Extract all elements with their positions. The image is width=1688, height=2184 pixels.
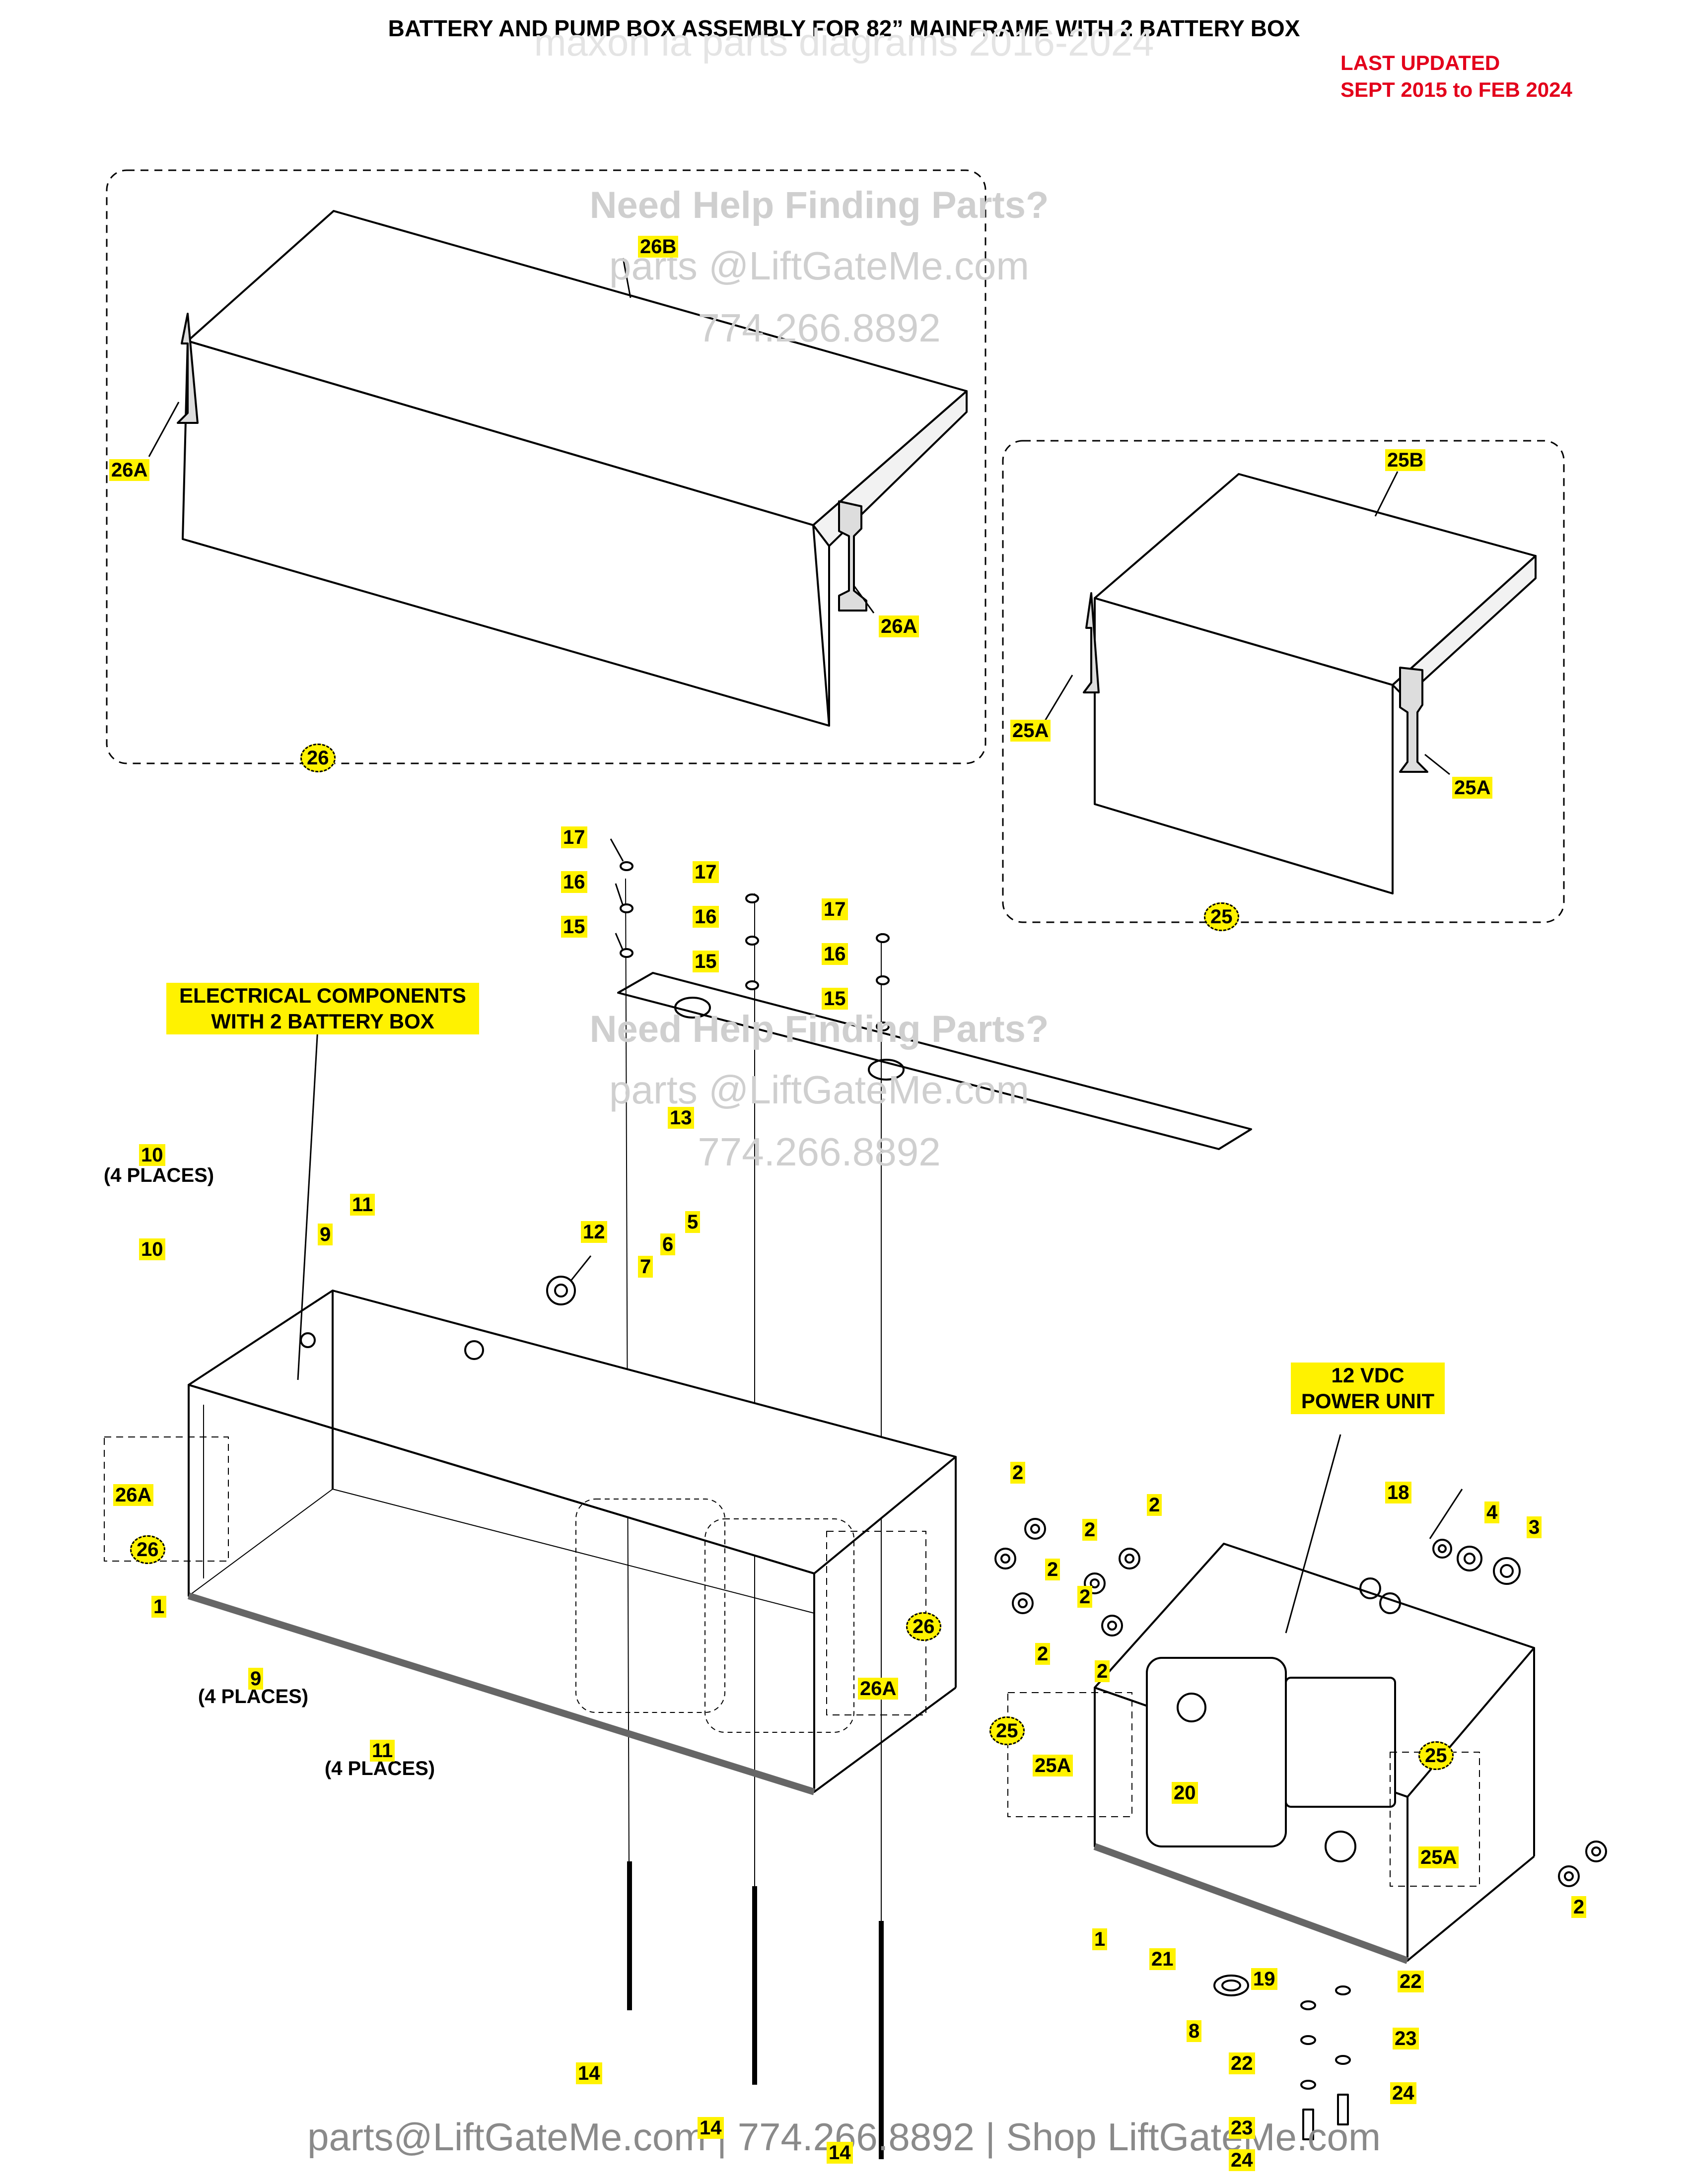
callout-power-unit-line1: 12 VDC [1331,1364,1405,1387]
label-1-battery-box: 1 [151,1596,167,1618]
label-26A-cover-left: 26A [109,459,150,481]
label-2-f: 2 [1095,1660,1110,1682]
last-updated-line2: SEPT 2015 to FEB 2024 [1340,78,1572,101]
label-16-mid: 16 [693,906,719,928]
part-25-group-outline [1002,440,1565,923]
label-22-left: 22 [1229,2052,1255,2074]
label-10-top: 10 [139,1144,165,1166]
label-26-detail-left: 26 [130,1535,165,1564]
label-26A-detail-left: 26A [113,1484,154,1506]
callout-power-unit: 12 VDC POWER UNIT [1291,1363,1445,1414]
label-24-right: 24 [1390,2082,1416,2104]
battery-box-cover-26B [177,210,968,727]
label-12: 12 [581,1221,607,1243]
label-4: 4 [1484,1502,1500,1523]
leader-lines [148,258,1463,1634]
label-18: 18 [1385,1482,1411,1503]
watermark-email-1: parts @LiftGateMe.com [609,244,1029,288]
label-2-c: 2 [1035,1643,1051,1665]
label-14-mid: 14 [698,2117,724,2139]
detail-25A-left [1007,1692,1132,1817]
label-2-a: 2 [1010,1462,1026,1484]
label-15-left: 15 [561,916,587,938]
label-26-group: 26 [300,744,336,772]
label-11-bottom: 11 [370,1740,395,1762]
label-25B: 25B [1385,449,1426,471]
label-10-second: 10 [139,1238,165,1260]
label-26B: 26B [638,236,679,258]
pump-box-cover-25B [1083,473,1537,894]
label-23-left: 23 [1229,2117,1255,2139]
label-6: 6 [660,1233,676,1255]
watermark-phone-2: 774.266.8892 [698,1130,941,1174]
last-updated-line1: LAST UPDATED [1340,51,1500,74]
hold-down-bar-13 [617,972,1252,1150]
watermark-help-1: Need Help Finding Parts? [589,184,1049,226]
callout-power-unit-line2: POWER UNIT [1301,1389,1435,1413]
washers-22-23-24 [1300,1985,1351,2140]
label-17-left: 17 [561,826,587,848]
callout-electrical-line1: ELECTRICAL COMPONENTS [179,984,466,1007]
label-15-mid: 15 [693,951,719,972]
label-2-h: 2 [1571,1896,1587,1918]
label-17-mid: 17 [693,861,719,883]
label-2-g: 2 [1077,1586,1093,1608]
label-8: 8 [1187,2020,1202,2042]
callout-electrical-line2: WITH 2 BATTERY BOX [211,1010,434,1033]
label-25A-detail-right: 25A [1418,1846,1459,1868]
label-9-bottom: 9 [248,1668,264,1690]
label-2-d: 2 [1082,1519,1098,1541]
label-2-e: 2 [1147,1494,1162,1516]
label-21: 21 [1149,1948,1176,1970]
diagram-title: BATTERY AND PUMP BOX ASSEMBLY FOR 82” MA… [388,15,1300,41]
parts-3-4-18 [1432,1539,1521,1585]
label-25-group: 25 [1204,902,1239,931]
label-26A-cover-right: 26A [879,615,919,637]
label-25A-cover-right: 25A [1452,777,1493,799]
label-17-right: 17 [822,898,848,920]
watermark-email-2: parts @LiftGateMe.com [609,1068,1029,1112]
label-1-pump-box: 1 [1092,1928,1108,1950]
label-5: 5 [685,1211,701,1233]
label-20: 20 [1172,1782,1198,1804]
label-25-detail-right: 25 [1418,1741,1454,1770]
label-25A-detail-left: 25A [1033,1755,1073,1776]
label-26A-detail-right: 26A [858,1678,899,1700]
grommets-2 [994,1518,1607,1887]
label-22-right: 22 [1398,1971,1424,1992]
watermark-phone-1: 774.266.8892 [698,306,941,350]
grommet-12 [546,1276,576,1305]
label-16-right: 16 [822,943,848,965]
label-19: 19 [1251,1968,1277,1990]
note-10-four-places: (4 PLACES) [103,1164,214,1186]
label-23-right: 23 [1393,2028,1419,2049]
label-14-right: 14 [827,2142,853,2164]
part-26-group-outline [106,169,986,764]
battery-box-1 [187,1290,957,1795]
label-15-right: 15 [822,988,848,1010]
last-updated-note: LAST UPDATED SEPT 2015 to FEB 2024 [1340,50,1572,103]
label-25-detail-left: 25 [989,1716,1025,1745]
hardware-stack-left [620,861,890,1031]
callout-electrical-components: ELECTRICAL COMPONENTS WITH 2 BATTERY BOX [166,983,479,1034]
label-11-top: 11 [350,1194,375,1216]
label-7: 7 [638,1256,653,1278]
watermark-help-2: Need Help Finding Parts? [589,1008,1049,1050]
label-25A-cover-left: 25A [1010,720,1051,742]
watermark-faint-title: maxon ia parts diagrams 2016-2024 [534,20,1154,64]
detail-25A-right [1390,1752,1480,1887]
label-14-left: 14 [576,2062,602,2084]
label-26-detail-right: 26 [906,1612,941,1641]
label-16-left: 16 [561,871,587,893]
label-9-top: 9 [318,1224,333,1245]
label-2-b: 2 [1045,1559,1060,1580]
label-24-left: 24 [1229,2149,1255,2171]
label-3: 3 [1527,1516,1542,1538]
detail-26A-left [104,1436,229,1562]
label-13: 13 [668,1107,694,1129]
grommet-8 [1213,1975,1249,1996]
